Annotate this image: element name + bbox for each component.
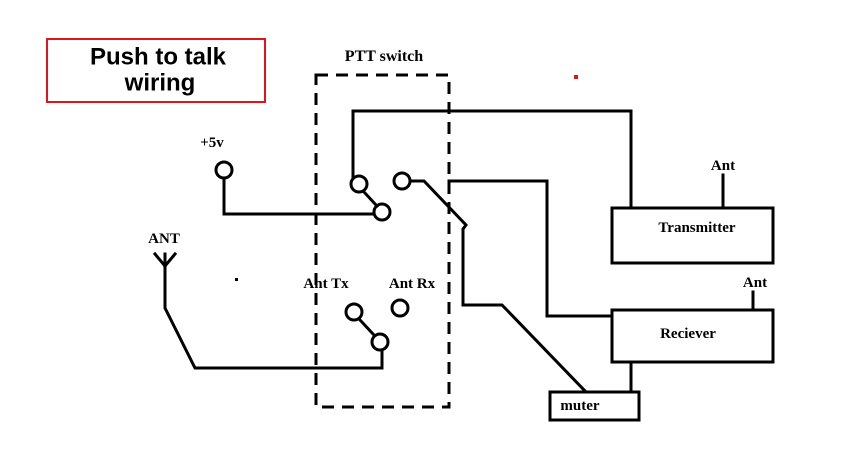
title-line-2: wiring <box>124 69 196 96</box>
transmitter-label: Transmitter <box>658 220 736 236</box>
transmitter-ant-label: Ant <box>711 158 735 174</box>
ptt-switch-label: PTT switch <box>345 48 423 65</box>
plus5v-terminal <box>214 160 234 180</box>
stray-dot-black <box>235 278 238 281</box>
ptt-upper-contact-rx <box>392 171 412 191</box>
ptt-lower-lever <box>357 317 377 338</box>
title-box: Push to talk wiring <box>46 38 266 103</box>
ant-rx-label: Ant Rx <box>389 276 436 292</box>
antenna-icon <box>152 251 178 302</box>
ptt-switch-enclosure <box>314 73 451 409</box>
plus5v-label: +5v <box>200 135 224 151</box>
receiver-ant-label: Ant <box>743 275 767 291</box>
plus5v-wire <box>222 176 378 216</box>
ptt-upper-common <box>372 202 392 222</box>
receiver-label: Reciever <box>660 326 716 342</box>
muter-box <box>548 390 641 422</box>
transmitter-box <box>610 206 775 265</box>
tx-enable-wire <box>351 109 633 210</box>
ptt-lower-common <box>370 332 390 352</box>
ant-main-label: ANT <box>148 231 180 247</box>
stray-dot-red <box>574 75 578 79</box>
ptt-lower-contact-tx <box>344 302 364 322</box>
antenna-wire <box>163 298 384 370</box>
ptt-upper-lever <box>361 189 380 209</box>
ant-tx-label: Ant Tx <box>303 276 349 292</box>
rx-enable-wire <box>447 179 614 318</box>
ptt-lower-contact-rx <box>390 298 410 318</box>
title-border <box>46 38 266 103</box>
receiver-box <box>610 308 775 364</box>
ptt-upper-contact-tx <box>349 174 369 194</box>
muter-wire <box>408 179 589 395</box>
muter-label: muter <box>560 398 599 414</box>
title-line-1: Push to talk <box>90 43 227 70</box>
